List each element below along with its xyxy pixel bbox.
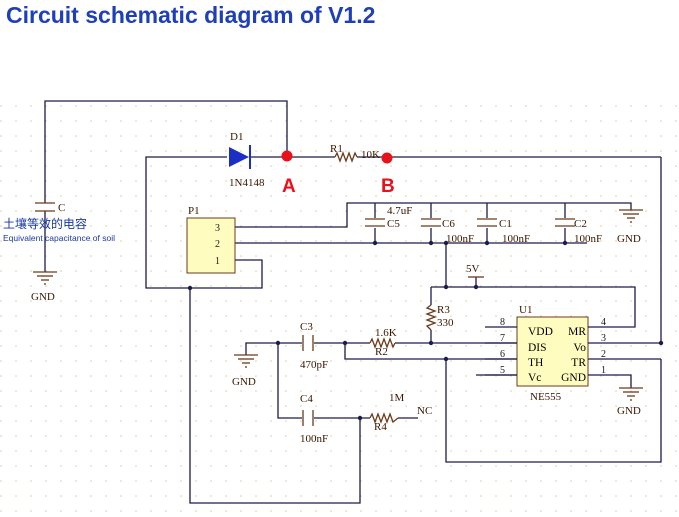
resistor-r3: R3 330	[425, 304, 454, 331]
resistor-zigzag-icon	[369, 412, 399, 424]
ne555-pin-num-8: 8	[500, 317, 505, 328]
sensor-capacitor-english-caption: Equivalent capacitance of soil	[3, 233, 115, 243]
ne555-pin-num-4: 4	[601, 317, 606, 328]
page-title: Circuit schematic diagram of V1.2	[6, 2, 376, 28]
ground-symbol-icon	[33, 271, 57, 285]
r2-label: R2	[375, 346, 388, 358]
p1-pin3: 3	[215, 223, 220, 234]
resistor-r1: R1 10K	[330, 143, 380, 163]
capacitor-icon	[35, 202, 55, 212]
resistor-r4: 1M R4 NC	[369, 392, 432, 433]
sensor-capacitor-label: C	[58, 202, 65, 214]
sensor-capacitor: C 土壤等效的电容 Equivalent capacitance of soil	[3, 202, 115, 243]
capacitor-c3: C3 470pF	[300, 321, 328, 371]
connector-p1-body	[186, 217, 236, 274]
c1-value: 100nF	[502, 233, 530, 245]
node-a-dot	[281, 150, 293, 162]
ne555-pin-name-gnd: GND	[561, 372, 586, 384]
junction-dots	[187, 240, 664, 421]
c2-value: 100nF	[574, 233, 602, 245]
gnd-label-mid-left: GND	[232, 376, 256, 388]
r4-label: R4	[374, 421, 387, 433]
grid-background	[0, 98, 679, 517]
ne555-pin-name-th: TH	[528, 357, 543, 369]
ne555-pin-num-1: 1	[601, 365, 606, 376]
c5-value: 4.7uF	[387, 205, 412, 217]
nc-label: NC	[417, 405, 432, 417]
resistor-zigzag-icon	[369, 337, 396, 349]
ne555-pin-name-vc: Vc	[528, 372, 541, 384]
ground-top-right: GND	[617, 209, 643, 245]
ne555-pin-name-vdd: VDD	[528, 326, 553, 338]
ground-symbol-icon	[619, 209, 643, 223]
u1-label: U1	[519, 304, 532, 316]
capacitor-c4: C4 100nF	[300, 393, 328, 445]
c3-label: C3	[300, 321, 313, 333]
gnd-label-right: GND	[617, 405, 641, 417]
ne555-pin-num-6: 6	[500, 349, 505, 360]
diode-d1: D1 1N4148	[229, 131, 265, 189]
ne555-pin-num-7: 7	[500, 333, 505, 344]
r4-value: 1M	[389, 392, 405, 404]
ground-left: GND	[31, 271, 57, 303]
p1-pin2: 2	[215, 239, 220, 250]
ground-symbol-icon	[234, 354, 258, 368]
node-b-label: B	[381, 176, 395, 197]
r2-value: 1.6K	[375, 327, 397, 339]
ne555-pin-name-vo: Vo	[573, 342, 586, 354]
r1-label: R1	[330, 143, 343, 155]
resistor-zigzag-icon	[425, 304, 437, 331]
c1-label: C1	[499, 218, 512, 230]
ground-mid-left: GND	[232, 354, 258, 388]
capacitor-c6: C6 100nF	[421, 218, 474, 245]
p1-label: P1	[188, 205, 200, 217]
ne555-pin-name-tr: TR	[571, 357, 586, 369]
sensor-capacitor-chinese-caption: 土壤等效的电容	[3, 216, 87, 231]
capacitor-c2: C2 100nF	[555, 218, 602, 245]
ne555-body	[516, 316, 589, 387]
diode-icon	[229, 145, 251, 169]
ne555-pin-name-dis: DIS	[528, 342, 547, 354]
c6-label: C6	[442, 218, 455, 230]
c5-label: C5	[387, 218, 400, 230]
c6-value: 100nF	[446, 233, 474, 245]
ne555-pin-num-3: 3	[601, 333, 606, 344]
r3-label: R3	[437, 304, 450, 316]
c3-value: 470pF	[300, 359, 328, 371]
c4-label: C4	[300, 393, 313, 405]
supply-5v: 5V	[466, 263, 484, 278]
c4-value: 100nF	[300, 433, 328, 445]
capacitor-c1: C1 100nF	[477, 218, 530, 245]
supply-5v-label: 5V	[466, 263, 480, 275]
r1-value: 10K	[361, 149, 380, 161]
ne555-pin-num-5: 5	[500, 365, 505, 376]
resistor-r2: 1.6K R2	[369, 327, 397, 358]
p1-pin1: 1	[215, 256, 220, 267]
ne555-pin-num-2: 2	[601, 349, 606, 360]
u1-part-label: NE555	[530, 391, 562, 403]
node-b-dot	[381, 152, 393, 164]
d1-label: D1	[230, 131, 243, 143]
d1-part-label: 1N4148	[229, 177, 265, 189]
gnd-label-top-right: GND	[617, 233, 641, 245]
node-a-label: A	[282, 176, 296, 197]
r3-value: 330	[437, 317, 454, 329]
ne555-pin-name-mr: MR	[568, 326, 586, 338]
capacitor-c5: 4.7uF C5	[365, 205, 412, 230]
ground-right: GND	[617, 387, 643, 417]
ground-symbol-icon	[619, 387, 643, 401]
resistor-zigzag-icon	[334, 151, 358, 163]
gnd-label-left: GND	[31, 291, 55, 303]
ne555-chip: U1 NE555 8 7 6 5 VDD DIS TH Vc 4 3 2 1 M…	[485, 304, 620, 403]
connector-p1: P1 3 2 1	[186, 205, 236, 274]
c2-label: C2	[574, 218, 587, 230]
